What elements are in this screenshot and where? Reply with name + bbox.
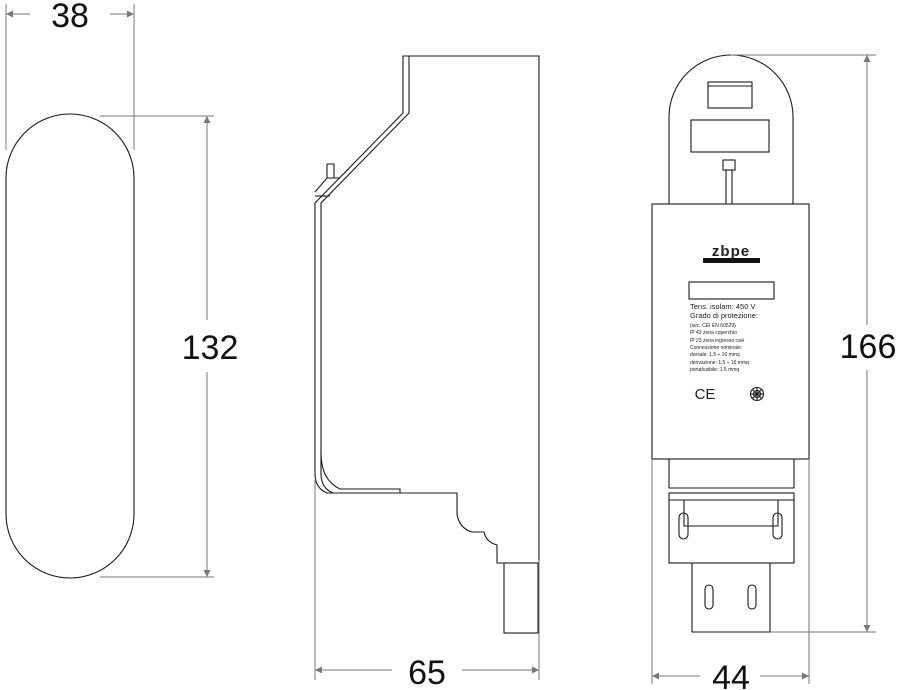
spec-line-5: IP 23 zona ingresso cavi xyxy=(690,338,744,344)
back-label-box xyxy=(688,281,775,300)
dimension-back-height-label: 166 xyxy=(840,328,897,366)
dimension-front-height: 132 xyxy=(100,115,239,578)
spec-line-2: Grado di protezione: xyxy=(690,311,758,320)
side-body-outline xyxy=(314,55,540,564)
front-outline xyxy=(5,113,135,579)
back-view: zbpe Tens. isolam: 450 V Grado di protez… xyxy=(651,54,810,633)
ce-mark: CE xyxy=(695,386,716,403)
spec-line-1: Tens. isolam: 450 V xyxy=(690,302,755,311)
spec-line-9: portafusibile: 1.5 mmq xyxy=(690,367,739,373)
front-view xyxy=(5,113,135,579)
back-dome-cap xyxy=(668,54,794,204)
spec-line-3: (sec. CEI EN 60529) xyxy=(690,323,736,329)
spec-line-7: dorsale: 1.5 ÷ 16 mmq xyxy=(690,352,740,358)
dimension-front-width: 38 xyxy=(5,0,135,150)
spec-line-6: Connessione nominale: xyxy=(690,345,742,351)
dimension-back-width-label: 44 xyxy=(712,659,750,690)
back-cable-clamp xyxy=(668,459,795,633)
brand-logo-text: zbpe xyxy=(712,243,750,260)
side-cable-plug xyxy=(503,562,539,634)
spec-line-8: derivazione: 1.5 ÷ 16 mmq xyxy=(690,360,749,366)
back-dome-window xyxy=(707,81,753,109)
side-view xyxy=(314,55,540,634)
dimension-back-height: 166 xyxy=(731,54,897,633)
dimension-front-width-label: 38 xyxy=(51,0,89,35)
approval-mark-icon xyxy=(749,386,765,402)
dimension-side-depth: 65 xyxy=(314,480,540,690)
brand-logo: zbpe xyxy=(703,243,760,263)
spec-line-4: IP 43 zona coperchio xyxy=(690,330,737,336)
dimension-side-depth-label: 65 xyxy=(408,654,446,690)
back-fuse-holder xyxy=(690,119,770,153)
back-main-body xyxy=(651,203,810,460)
dimension-back-width: 44 xyxy=(651,459,810,690)
dimension-front-height-label: 132 xyxy=(182,329,239,367)
